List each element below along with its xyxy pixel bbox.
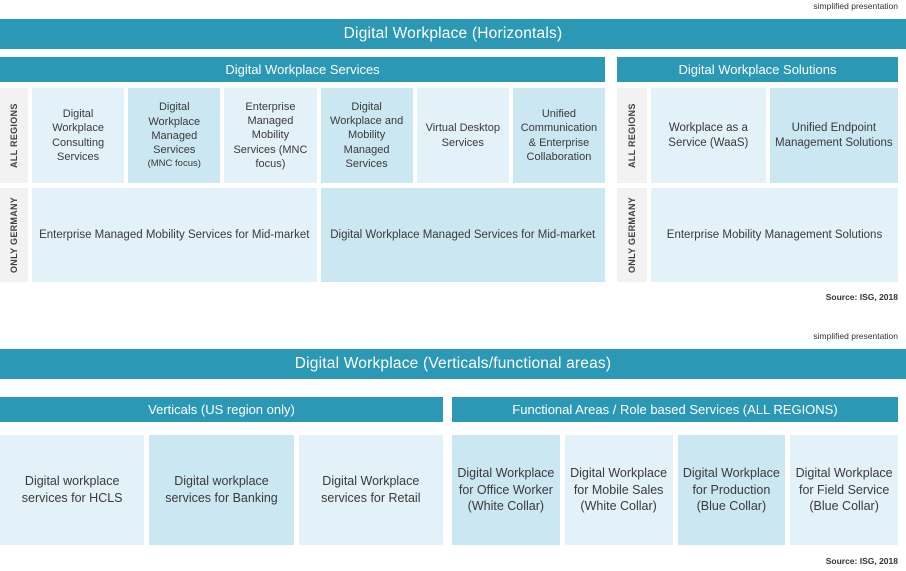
only-germany-label: ONLY GERMANY xyxy=(0,188,28,282)
simplified-presentation-note-top: simplified presentation xyxy=(813,1,898,11)
box-text: Unified Communication & Enterprise Colla… xyxy=(520,107,598,163)
solution-box-waas: Workplace as a Service (WaaS) xyxy=(651,88,766,183)
box-text: Enterprise Mobility Management Solutions xyxy=(666,228,883,241)
box-text: Workplace as a Service (WaaS) xyxy=(668,121,749,149)
box-text: Digital Workplace for Mobile Sales (Whit… xyxy=(570,465,668,514)
solutions-only-germany-row: ONLY GERMANY Enterprise Mobility Managem… xyxy=(617,188,898,282)
box-text: Digital workplace services for HCLS xyxy=(21,474,123,505)
services-only-germany-row: ONLY GERMANY Enterprise Managed Mobility… xyxy=(0,188,605,282)
service-box-emm-mnc: Enterprise Managed Mobility Services (MN… xyxy=(224,88,317,183)
functional-areas-header: Functional Areas / Role based Services (… xyxy=(452,397,898,422)
vertical-box-hcls: Digital workplace services for HCLS xyxy=(0,435,145,545)
box-text: Digital Workplace Managed Services for M… xyxy=(330,228,596,241)
functional-box-production: Digital Workplace for Production (Blue C… xyxy=(677,435,786,545)
only-germany-label: ONLY GERMANY xyxy=(617,188,647,282)
functional-box-office-worker: Digital Workplace for Office Worker (Whi… xyxy=(452,435,560,545)
solutions-all-regions-row: ALL REGIONS Workplace as a Service (WaaS… xyxy=(617,88,898,183)
box-text: Digital Workplace Managed Services xyxy=(148,101,201,157)
source-note-horizontals: Source: ISG, 2018 xyxy=(825,292,898,302)
box-text: Digital Workplace Consulting Services xyxy=(52,107,105,163)
service-box-dwms-midmarket: Digital Workplace Managed Services for M… xyxy=(320,188,605,282)
box-text: Digital workplace services for Banking xyxy=(165,474,278,505)
service-box-uc-collaboration: Unified Communication & Enterprise Colla… xyxy=(512,88,606,183)
simplified-presentation-note-bottom: simplified presentation xyxy=(813,331,898,341)
solution-box-uem: Unified Endpoint Management Solutions xyxy=(769,88,898,183)
box-text: Digital Workplace for Production (Blue C… xyxy=(682,465,780,514)
service-box-dw-mobility-managed: Digital Workplace and Mobility Managed S… xyxy=(320,88,413,183)
box-text: Digital Workplace for Office Worker (Whi… xyxy=(457,465,555,514)
service-box-virtual-desktop: Virtual Desktop Services xyxy=(416,88,509,183)
services-header: Digital Workplace Services xyxy=(0,57,605,82)
service-box-managed-mnc: Digital Workplace Managed Services (MNC … xyxy=(128,88,221,183)
service-box-consulting: Digital Workplace Consulting Services xyxy=(32,88,125,183)
solutions-header: Digital Workplace Solutions xyxy=(617,57,898,82)
horizontals-title: Digital Workplace (Horizontals) xyxy=(0,19,906,49)
box-subtext: (MNC focus) xyxy=(147,158,201,170)
all-regions-label: ALL REGIONS xyxy=(0,88,28,183)
services-all-regions-row: ALL REGIONS Digital Workplace Consulting… xyxy=(0,88,606,183)
box-text: Digital Workplace services for Retail xyxy=(321,474,421,505)
box-text: Digital Workplace for Field Service (Blu… xyxy=(795,465,893,514)
box-text: Unified Endpoint Management Solutions xyxy=(775,121,893,149)
functional-box-field-service: Digital Workplace for Field Service (Blu… xyxy=(790,435,898,545)
verticals-row: Digital workplace services for HCLS Digi… xyxy=(0,435,443,545)
verticals-title: Digital Workplace (Verticals/functional … xyxy=(0,349,906,379)
functional-areas-row: Digital Workplace for Office Worker (Whi… xyxy=(452,435,898,545)
source-note-verticals: Source: ISG, 2018 xyxy=(825,556,898,566)
box-text: Virtual Desktop Services xyxy=(425,122,500,149)
verticals-us-header: Verticals (US region only) xyxy=(0,397,443,422)
functional-box-mobile-sales: Digital Workplace for Mobile Sales (Whit… xyxy=(564,435,673,545)
box-text: Enterprise Managed Mobility Services for… xyxy=(39,228,310,241)
vertical-box-banking: Digital workplace services for Banking xyxy=(149,435,294,545)
box-text: Enterprise Managed Mobility Services (MN… xyxy=(233,100,308,170)
box-text: Digital Workplace and Mobility Managed S… xyxy=(330,100,404,170)
vertical-box-retail: Digital Workplace services for Retail xyxy=(298,435,443,545)
service-box-emm-midmarket: Enterprise Managed Mobility Services for… xyxy=(32,188,317,282)
all-regions-label: ALL REGIONS xyxy=(617,88,647,183)
solution-box-emm-solutions: Enterprise Mobility Management Solutions xyxy=(651,188,898,282)
